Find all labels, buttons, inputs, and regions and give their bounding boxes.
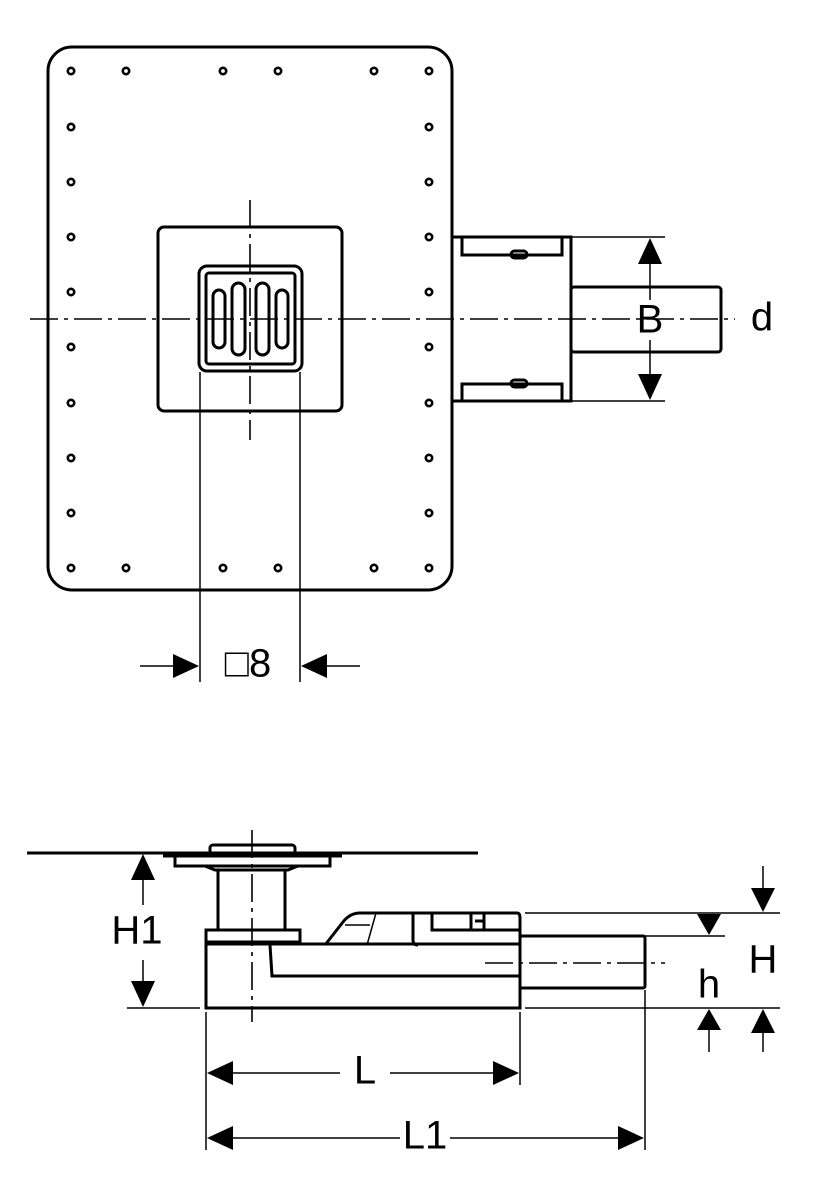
fixing-hole [369,563,379,573]
fixing-hole [273,563,283,573]
body-top [323,911,522,947]
label-H: H [749,938,778,982]
riser-pipe [216,870,287,930]
dimension-L: L [205,1012,521,1150]
fixing-hole [424,66,434,76]
fixing-hole [424,122,434,132]
fixing-hole [66,66,76,76]
ring [204,928,302,944]
fixing-hole [369,66,379,76]
dimension-B: B [571,236,665,402]
outlet-pipe-side [518,934,647,990]
fixing-hole [66,563,76,573]
plan-view: B d □8 [30,45,773,686]
fixing-holes [66,66,434,573]
fixing-hole [424,563,434,573]
side-view: H1 H h L [27,830,780,1158]
fixing-hole [66,453,76,463]
fixing-hole [66,122,76,132]
fixing-hole [273,66,283,76]
label-h: h [698,963,720,1007]
label-grate-size: □8 [225,642,271,686]
fixing-hole [66,508,76,518]
fixing-hole [66,398,76,408]
fixing-hole [218,66,228,76]
fixing-hole [218,563,228,573]
fixing-hole [424,232,434,242]
dimension-H: H [525,866,780,1052]
dimension-grate: □8 [140,372,360,686]
fixing-hole [66,177,76,187]
label-B: B [637,298,664,342]
fixing-hole [424,342,434,352]
fixing-hole [66,232,76,242]
fixing-hole [424,508,434,518]
fixing-hole [121,66,131,76]
fixing-hole [66,342,76,352]
label-H1: H1 [111,909,162,953]
dimension-L1: L1 [207,990,646,1158]
fixing-hole [66,287,76,297]
fixing-hole [424,287,434,297]
fixing-hole [424,177,434,187]
label-d: d [751,296,773,340]
dimension-h: h [645,914,725,1052]
dimension-H1: H1 [111,854,200,1009]
label-L1: L1 [403,1114,448,1158]
label-L: L [354,1049,376,1093]
fixing-hole [424,398,434,408]
fixing-hole [424,453,434,463]
fixing-hole [121,563,131,573]
